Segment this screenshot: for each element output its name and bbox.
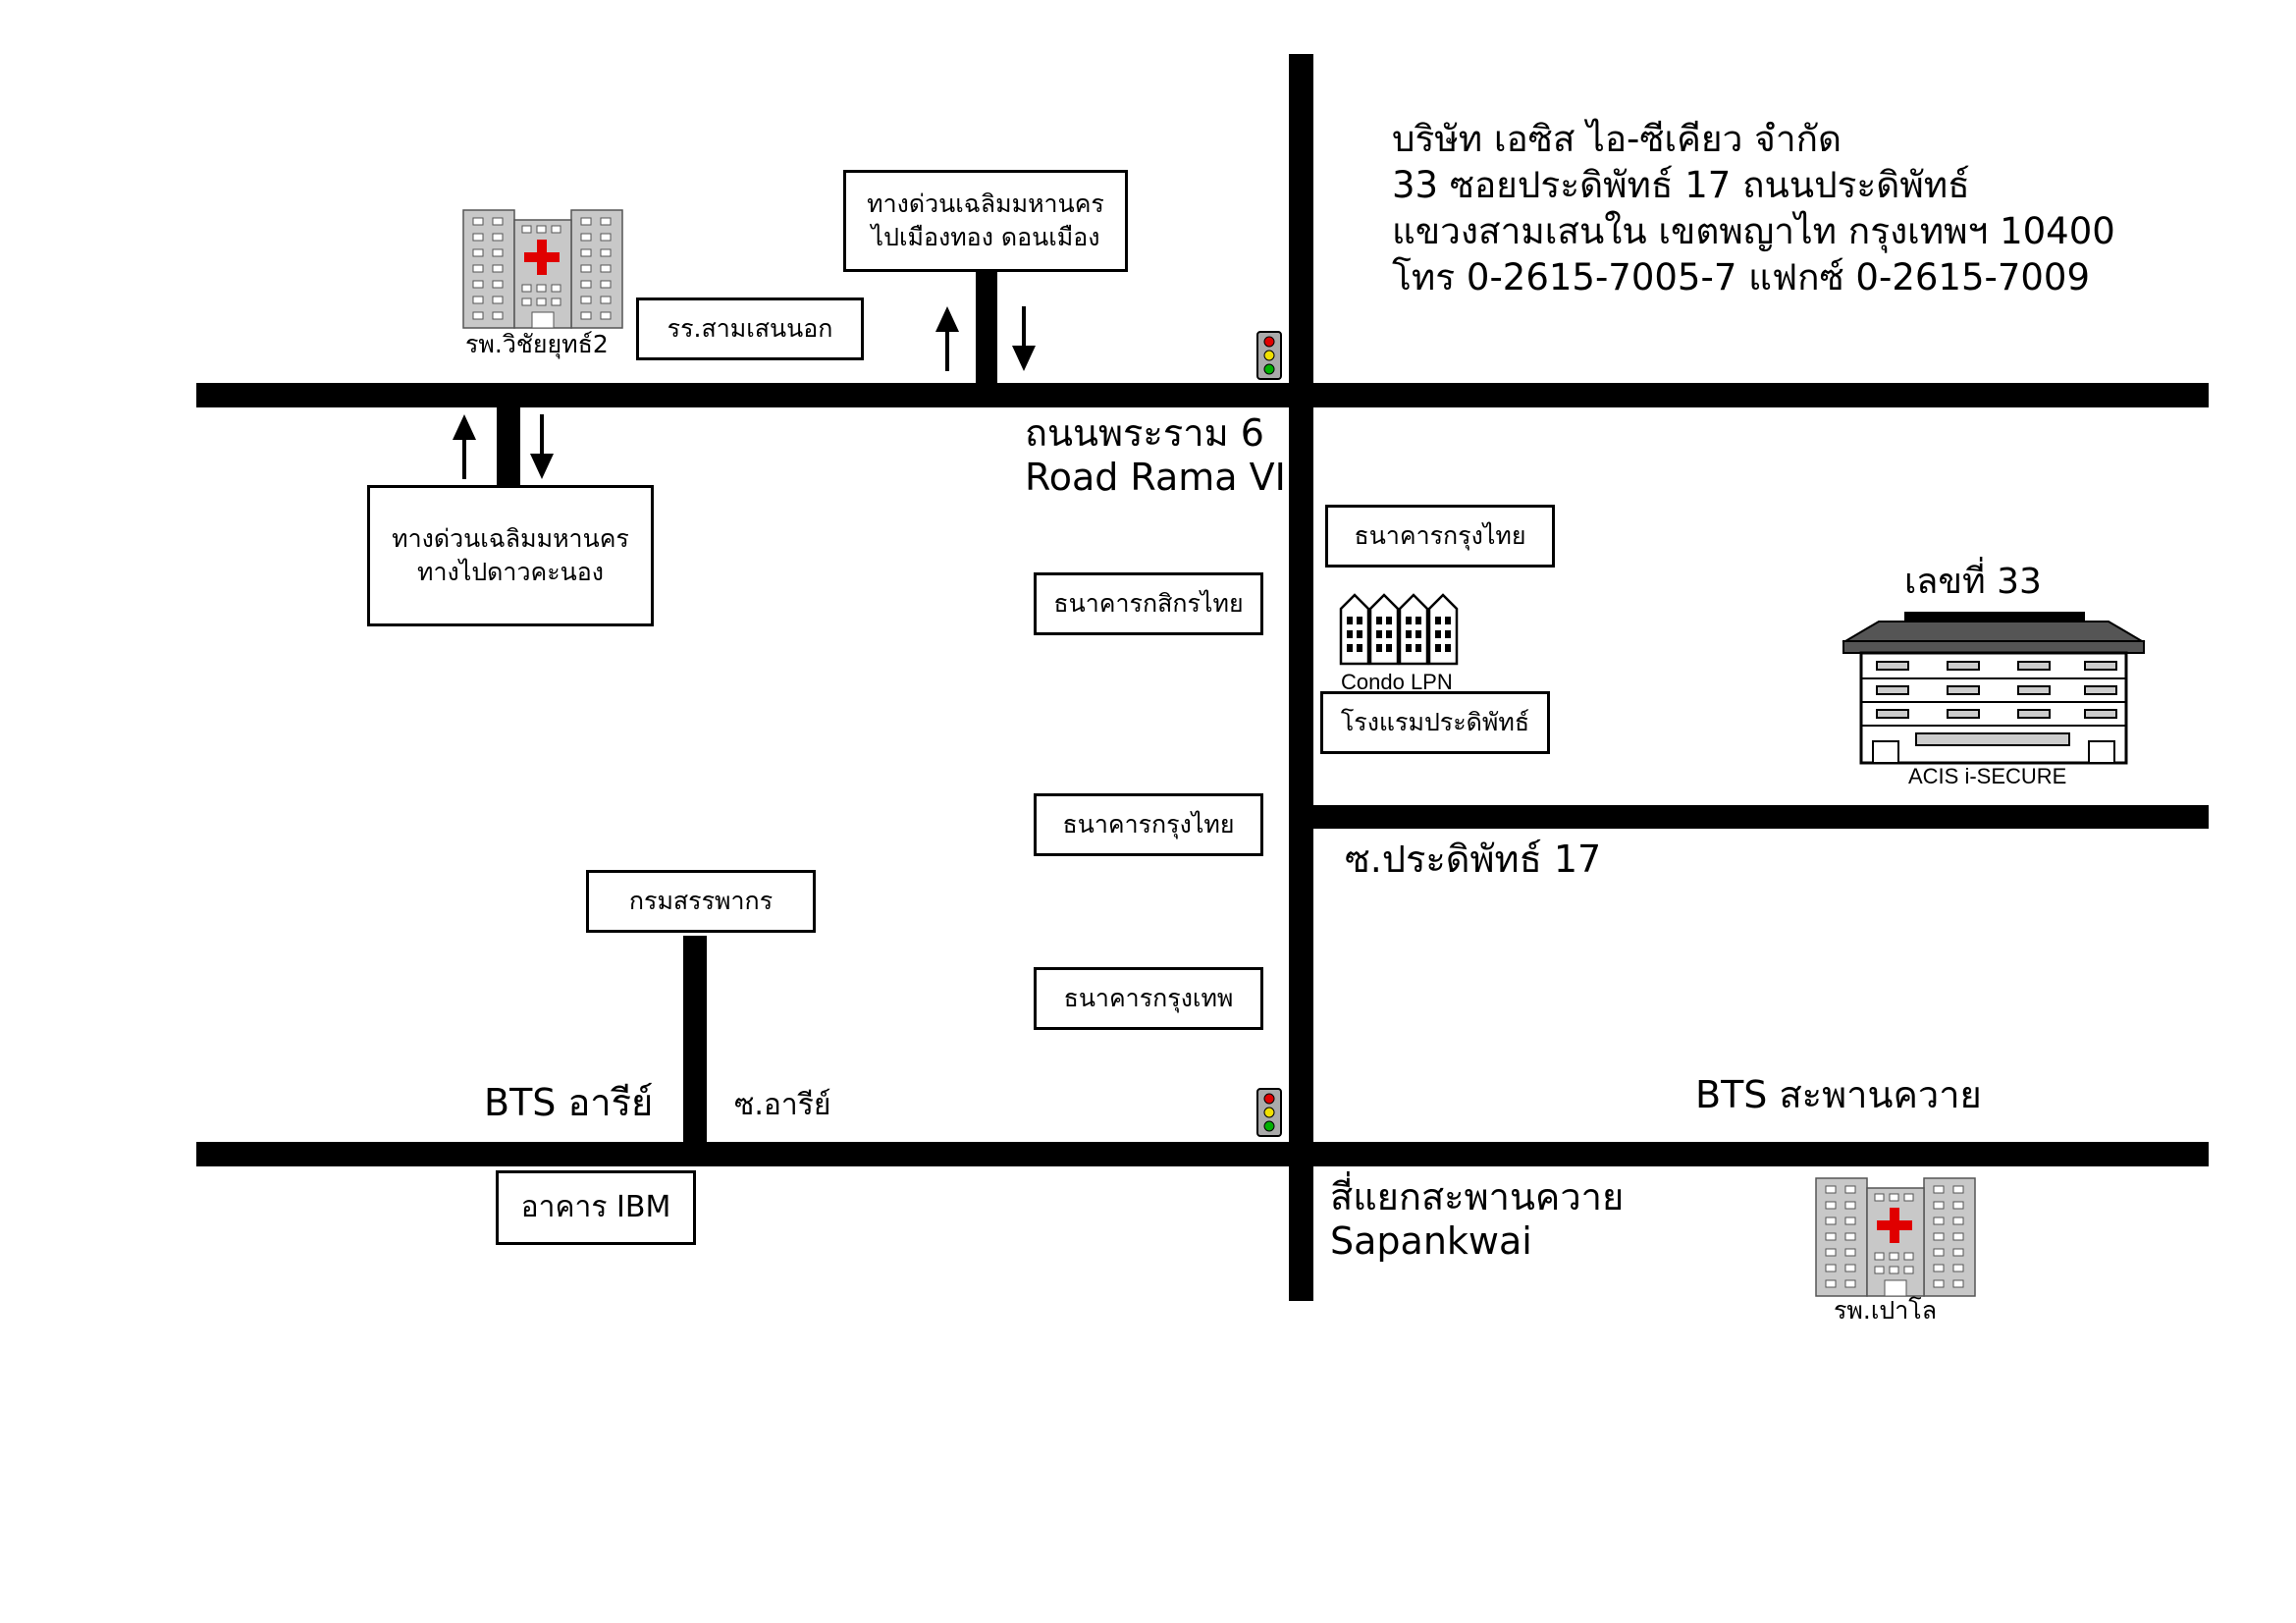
soi-ari-label: ซ.อารีย์ — [734, 1088, 831, 1122]
company-contact: โทร 0-2615-7005-7 แฟกซ์ 0-2615-7009 — [1392, 256, 2091, 298]
hotel-label: โรงแรมประดิพัทธ์ — [1340, 708, 1530, 736]
company-address-line2: แขวงสามเสนใน เขตพญาไท กรุงเทพฯ 10400 — [1392, 210, 2115, 252]
bts-sapankwai-label: BTS สะพานควาย — [1695, 1073, 1982, 1116]
soi-pradiphat17-label: ซ.ประดิพัทธ์ 17 — [1345, 838, 1602, 881]
ibm-building-box: อาคาร IBM — [496, 1170, 696, 1245]
building-number-label: เลขที่ 33 — [1904, 562, 2042, 602]
sapankwai-th-label: สี่แยกสะพานควาย — [1330, 1175, 1625, 1218]
office-building-icon — [1842, 612, 2146, 765]
road-expressway-ramp-left — [497, 398, 520, 486]
sapankwai-en-label: Sapankwai — [1330, 1219, 1532, 1263]
kasikorn-bank-label: ธนาคารกสิกรไทย — [1053, 589, 1244, 618]
krungthai-bank-2-label: ธนาคารกรุงไทย — [1062, 810, 1235, 839]
expressway-top-line2: ไปเมืองทอง ดอนเมือง — [871, 223, 1100, 251]
road-soi-ari — [683, 936, 707, 1152]
company-address-block: บริษัท เอซิส ไอ-ซีเคียว จำกัด 33 ซอยประด… — [1392, 116, 2115, 300]
hospital-vichaiyut-label: รพ.วิชัยยุทธ์2 — [465, 330, 609, 358]
expressway-top-box: ทางด่วนเฉลิมมหานคร ไปเมืองทอง ดอนเมือง — [843, 170, 1128, 272]
expressway-top-line1: ทางด่วนเฉลิมมหานคร — [867, 189, 1104, 218]
company-address-line1: 33 ซอยประดิพัทธ์ 17 ถนนประดิพัทธ์ — [1392, 164, 1970, 206]
road-rama6-th-label: ถนนพระราม 6 — [1025, 411, 1264, 455]
road-pradiphat — [1289, 54, 1313, 1301]
road-expressway-ramp-top — [976, 270, 997, 388]
hospital-icon — [462, 209, 623, 329]
school-box: รร.สามเสนนอก — [636, 298, 864, 360]
school-label: รร.สามเสนนอก — [667, 314, 833, 343]
condo-icon — [1339, 593, 1459, 666]
hotel-box: โรงแรมประดิพัทธ์ — [1320, 691, 1550, 754]
ibm-building-label: อาคาร IBM — [520, 1190, 671, 1224]
road-rama6-en-label: Road Rama VI — [1025, 456, 1286, 499]
krungthai-bank-1-box: ธนาคารกรุงไทย — [1325, 505, 1555, 568]
bts-ari-label: BTS อารีย์ — [484, 1081, 654, 1124]
revenue-dept-label: กรมสรรพากร — [628, 887, 774, 915]
company-name: บริษัท เอซิส ไอ-ซีเคียว จำกัด — [1392, 118, 1842, 160]
arrow-down-icon — [1012, 306, 1036, 371]
arrow-up-icon — [453, 414, 476, 479]
traffic-light-icon — [1256, 1088, 1282, 1137]
road-soi-pradiphat17 — [1301, 805, 2209, 829]
road-sapankwai-main — [196, 1142, 2209, 1166]
revenue-dept-box: กรมสรรพากร — [586, 870, 816, 933]
krungthai-bank-1-label: ธนาคารกรุงไทย — [1354, 521, 1526, 550]
hospital-icon — [1815, 1177, 1976, 1297]
expressway-left-box: ทางด่วนเฉลิมมหานคร ทางไปดาวคะนอง — [367, 485, 654, 626]
expressway-left-line1: ทางด่วนเฉลิมมหานคร — [392, 524, 629, 553]
condo-label: Condo LPN — [1341, 670, 1453, 694]
expressway-left-line2: ทางไปดาวคะนอง — [417, 558, 604, 586]
kasikorn-bank-box: ธนาคารกสิกรไทย — [1034, 572, 1263, 635]
hospital-paolo-label: รพ.เปาโล — [1834, 1296, 1938, 1325]
bangkok-bank-box: ธนาคารกรุงเทพ — [1034, 967, 1263, 1030]
krungthai-bank-2-box: ธนาคารกรุงไทย — [1034, 793, 1263, 856]
bangkok-bank-label: ธนาคารกรุงเทพ — [1063, 984, 1234, 1012]
road-rama6 — [196, 383, 2209, 407]
arrow-down-icon — [530, 414, 554, 479]
traffic-light-icon — [1256, 331, 1282, 380]
office-name-label: ACIS i-SECURE — [1908, 764, 2067, 788]
arrow-up-icon — [935, 306, 959, 371]
